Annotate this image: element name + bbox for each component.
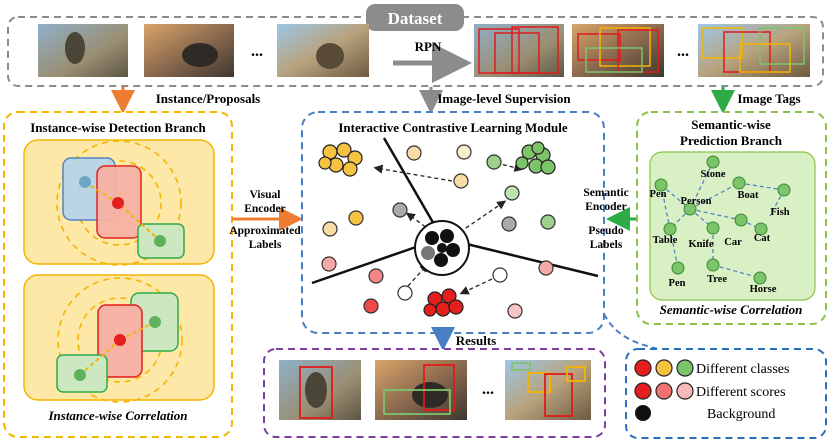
node-label-horse: Horse: [750, 284, 777, 295]
dataset-title: Dataset: [388, 9, 443, 28]
legend-scores-label: Different scores: [696, 385, 786, 400]
node-label-person: Person: [681, 196, 712, 207]
semantic-graph-labels: Pen Stone Person Boat Fish Table Knife C…: [650, 169, 790, 295]
pseudo-labels-line1: Pseudo: [588, 225, 623, 237]
semantic-branch-footer: Semantic-wise Correlation: [660, 302, 803, 317]
semantic-branch-title-1: Semantic-wise: [691, 117, 771, 132]
node-label-fish: Fish: [770, 207, 789, 218]
result-image-2: [375, 360, 467, 420]
yellow-class-cluster: [318, 142, 363, 177]
red-class-cluster: [423, 288, 464, 317]
instance-proposals-label: Instance/Proposals: [156, 91, 261, 106]
legend-background-swatch: [635, 405, 651, 421]
instance-branch-title: Instance-wise Detection Branch: [30, 120, 206, 135]
instance-card-bottom: [23, 274, 215, 403]
dataset-ellipsis-1: ...: [251, 43, 263, 60]
proposal-image-1: [474, 24, 564, 77]
visual-encoder-line2: Encoder: [244, 203, 286, 215]
result-image-3: [505, 360, 591, 420]
proposal-image-2: [572, 24, 664, 77]
legend-background-label: Background: [707, 407, 775, 422]
semantic-graph-nodes: [654, 155, 791, 285]
background-cluster: [414, 220, 470, 276]
node-label-boat: Boat: [738, 190, 760, 201]
rpn-label: RPN: [415, 39, 442, 54]
node-label-knife: Knife: [688, 239, 713, 250]
semantic-encoder-line2: Encoder: [585, 201, 627, 213]
image-tags-label: Image Tags: [737, 91, 800, 106]
node-label-pen-2: Pen: [669, 278, 686, 289]
icl-module-title: Interactive Contrastive Learning Module: [338, 120, 568, 135]
dataset-title-badge: [366, 4, 464, 31]
dataset-image-2: [144, 24, 234, 77]
node-label-tree: Tree: [707, 274, 727, 285]
node-label-cat: Cat: [754, 233, 771, 244]
result-image-1: [279, 360, 361, 420]
results-label: Results: [456, 333, 496, 348]
legend-panel: [625, 348, 827, 439]
approximated-labels-line2: Labels: [249, 239, 282, 251]
dataset-ellipsis-2: ...: [677, 43, 689, 60]
scattered-samples: [321, 144, 556, 319]
proposal-image-3: [698, 24, 810, 77]
node-label-stone: Stone: [700, 169, 725, 180]
dataset-image-3: [277, 24, 369, 77]
instance-card-top: [23, 139, 215, 266]
legend-classes-swatches: [634, 359, 694, 377]
legend-classes-label: Different classes: [696, 362, 789, 377]
approximated-labels-line1: Approximated: [229, 225, 301, 237]
node-label-pen-1: Pen: [650, 189, 667, 200]
semantic-branch-title-2: Prediction Branch: [680, 133, 783, 148]
legend-scores-swatches: [634, 382, 694, 400]
instance-branch-footer: Instance-wise Correlation: [47, 408, 187, 423]
visual-encoder-line1: Visual: [250, 189, 281, 201]
results-ellipsis: ...: [482, 381, 494, 398]
pseudo-labels-line2: Labels: [590, 239, 623, 251]
node-label-car: Car: [724, 237, 742, 248]
image-level-supervision-label: Image-level Supervision: [437, 91, 571, 106]
semantic-encoder-line1: Semantic: [583, 187, 628, 199]
green-class-cluster: [515, 141, 556, 175]
dataset-image-1: [38, 24, 128, 77]
node-label-table: Table: [653, 235, 678, 246]
